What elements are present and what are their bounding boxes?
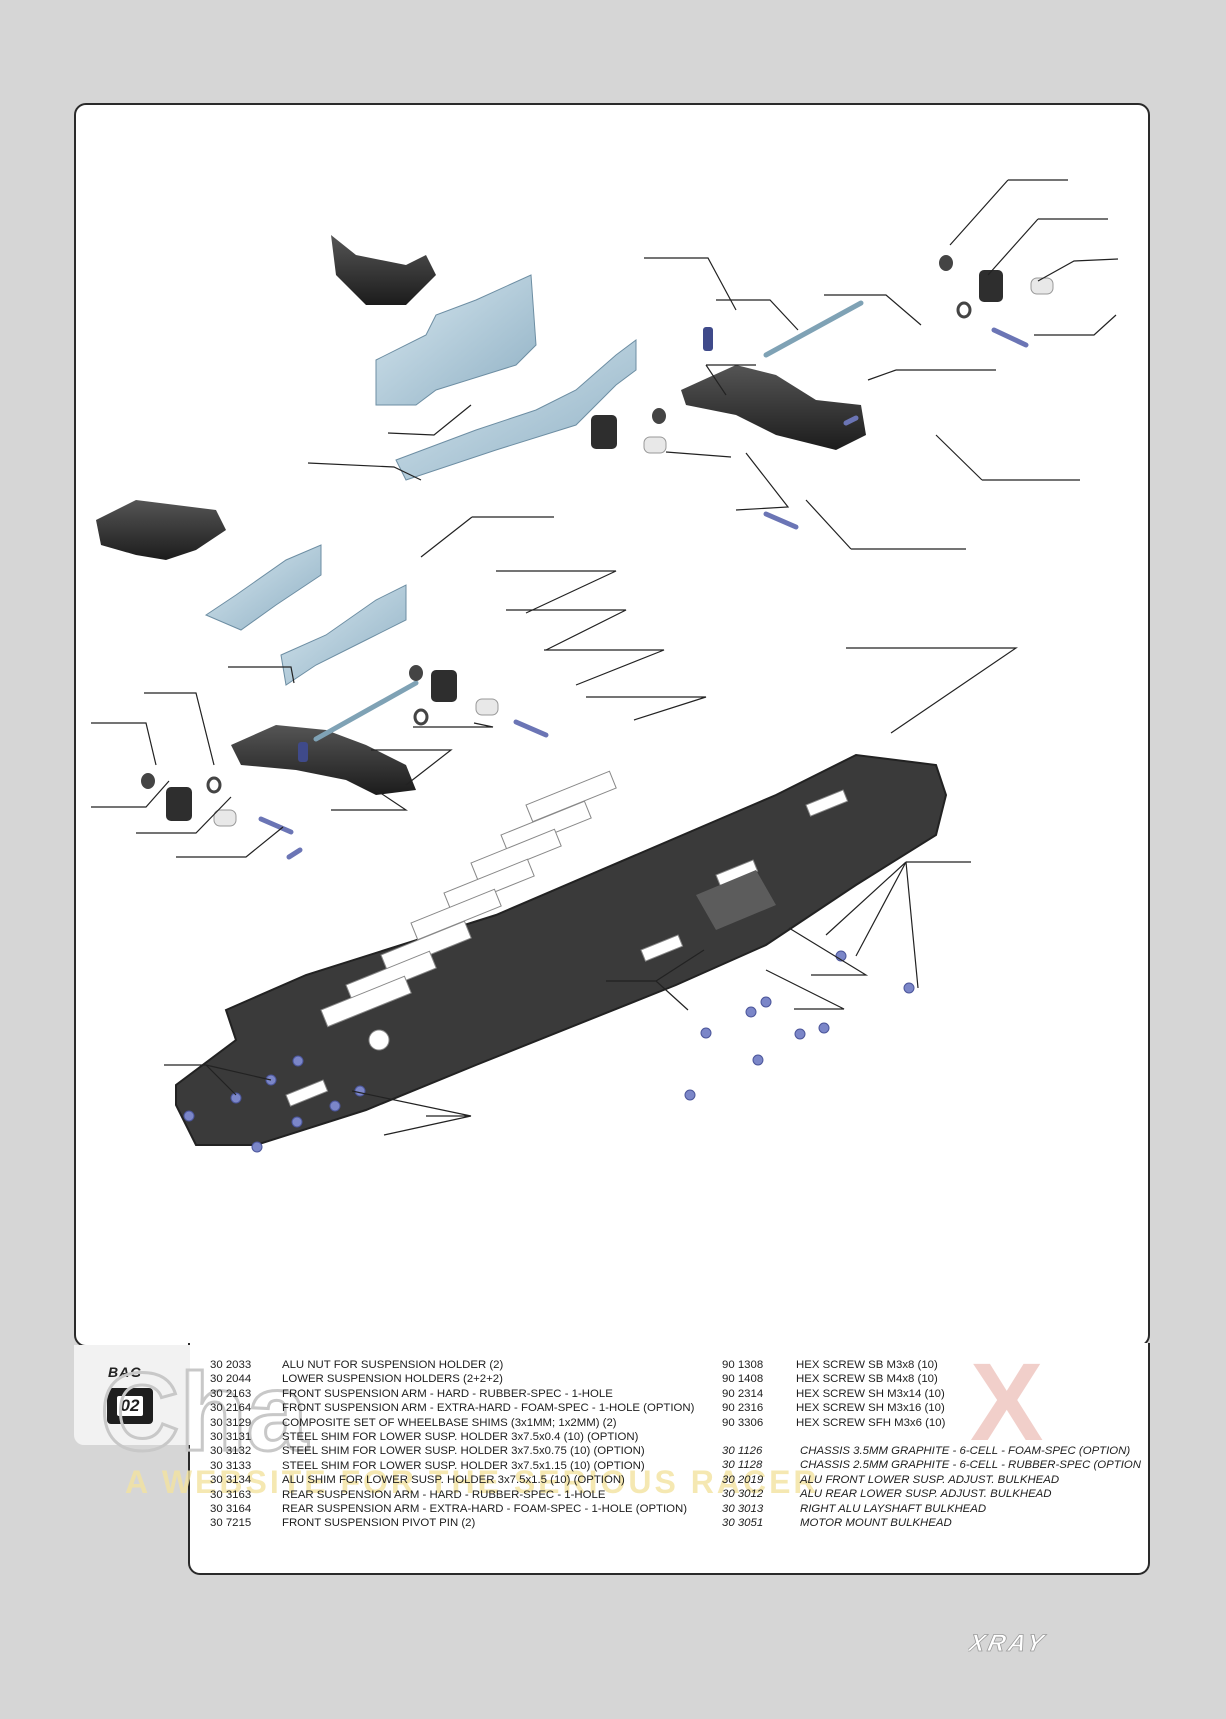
part-code: 30 7215 [210, 1517, 252, 1530]
part-row: 30 7215 FRONT SUSPENSION PIVOT PIN (2) [210, 1516, 722, 1530]
part-desc: HEX SCREW SB M4x8 (10) [796, 1373, 938, 1386]
part-row: 90 3306 HEX SCREW SFH M3x6 (10) [722, 1416, 1156, 1430]
part-desc: HEX SCREW SFH M3x6 (10) [796, 1416, 946, 1429]
part-desc: HEX SCREW SH M3x16 (10) [796, 1402, 945, 1415]
front-suspension-holders [96, 500, 407, 686]
part-desc: ALU FRONT LOWER SUSP. ADJUST. BULKHEAD [800, 1473, 1060, 1486]
part-row: 30 3133 STEEL SHIM FOR LOWER SUSP. HOLDER… [210, 1459, 722, 1473]
front-suspension-arm [231, 725, 416, 795]
part-desc: REAR SUSPENSION ARM - HARD - RUBBER-SPEC… [282, 1488, 606, 1501]
part-code: 30 1126 [722, 1445, 763, 1457]
part-code: 30 2019 [722, 1473, 764, 1486]
part-code: 90 1308 [722, 1359, 764, 1371]
part-desc: FRONT SUSPENSION PIVOT PIN (2) [282, 1517, 476, 1530]
bag-number: 02 [116, 1396, 144, 1416]
brand-text: XRAY [968, 1630, 1049, 1654]
leader-lines [91, 179, 1119, 1136]
part-code: 30 2164 [210, 1402, 252, 1415]
part-row: 30 2164 FRONT SUSPENSION ARM - EXTRA-HARD… [210, 1401, 722, 1415]
part-row: 30 2019 ALU FRONT LOWER SUSP. ADJUST. BUL… [722, 1473, 1226, 1487]
part-row: 30 3051 MOTOR MOUNT BULKHEAD [722, 1516, 1226, 1530]
part-code: 30 3129 [210, 1416, 252, 1429]
part-desc: LOWER SUSPENSION HOLDERS (2+2+2) [282, 1373, 503, 1386]
part-code: 30 1128 [722, 1459, 763, 1472]
screws [258, 327, 1029, 860]
part-row: 30 3132 STEEL SHIM FOR LOWER SUSP. HOLDER… [210, 1444, 722, 1458]
part-code: 30 3013 [722, 1502, 764, 1515]
part-row: 30 3131 STEEL SHIM FOR LOWER SUSP. HOLDER… [210, 1430, 722, 1444]
part-code: 90 2314 [722, 1387, 764, 1400]
part-code: 90 2316 [722, 1402, 764, 1415]
part-row: 30 3164 REAR SUSPENSION ARM - EXTRA-HARD … [210, 1502, 722, 1516]
bag-number-badge: 02 [107, 1388, 153, 1424]
exploded-view-diagram [91, 179, 1119, 1153]
part-row: 90 2316 HEX SCREW SH M3x16 (10) [722, 1401, 1156, 1415]
part-desc: STEEL SHIM FOR LOWER SUSP. HOLDER 3x7.5x… [282, 1430, 639, 1443]
parts-list-chassis: 30 1126 CHASSIS 3.5MM GRAPHITE - 6-CELL -… [722, 1444, 1226, 1530]
part-code: 30 2163 [210, 1387, 252, 1400]
part-row: 30 3012 ALU REAR LOWER SUSP. ADJUST. BULK… [722, 1487, 1226, 1501]
part-code: 30 3132 [210, 1445, 252, 1458]
xray-logo: XRAY [968, 1630, 1049, 1654]
part-code: 30 3051 [722, 1516, 764, 1529]
rear-suspension-arm [681, 365, 866, 450]
parts-list-left: 30 2033 ALU NUT FOR SUSPENSION HOLDER (2)… [210, 1358, 722, 1531]
part-row: 90 1308 HEX SCREW SB M3x8 (10) [722, 1358, 1156, 1372]
part-row: 30 1128 CHASSIS 2.5MM GRAPHITE - 6-CELL -… [722, 1458, 1226, 1472]
part-code: 30 3164 [210, 1502, 252, 1515]
part-row: 30 3163 REAR SUSPENSION ARM - HARD - RUBB… [210, 1488, 722, 1502]
part-desc: ALU REAR LOWER SUSP. ADJUST. BULKHEAD [800, 1488, 1052, 1501]
part-desc: STEEL SHIM FOR LOWER SUSP. HOLDER 3x7.5x… [282, 1459, 645, 1472]
parts-legend [188, 1343, 1150, 1575]
part-row: 30 2033 ALU NUT FOR SUSPENSION HOLDER (2) [210, 1358, 722, 1372]
part-desc: STEEL SHIM FOR LOWER SUSP. HOLDER 3x7.5x… [282, 1445, 645, 1458]
part-row: 30 2044 LOWER SUSPENSION HOLDERS (2+2+2) [210, 1372, 722, 1386]
part-code: 30 2033 [210, 1359, 252, 1371]
part-row: 30 3129 COMPOSITE SET OF WHEELBASE SHIMS … [210, 1416, 722, 1430]
part-row: 30 3013 RIGHT ALU LAYSHAFT BULKHEAD [722, 1502, 1226, 1516]
part-desc: HEX SCREW SB M3x8 (10) [796, 1359, 938, 1371]
bag-label: BAG [108, 1364, 143, 1380]
part-code: 90 3306 [722, 1416, 764, 1429]
part-code: 30 3012 [722, 1488, 764, 1501]
part-desc: ALU NUT FOR SUSPENSION HOLDER (2) [282, 1359, 504, 1371]
part-desc: RIGHT ALU LAYSHAFT BULKHEAD [800, 1502, 987, 1515]
part-desc: MOTOR MOUNT BULKHEAD [800, 1516, 952, 1529]
part-row: 30 3134 ALU SHIM FOR LOWER SUSP. HOLDER 3… [210, 1473, 722, 1487]
part-desc: HEX SCREW SH M3x14 (10) [796, 1387, 945, 1400]
part-code: 30 3134 [210, 1474, 252, 1487]
part-desc: CHASSIS 2.5MM GRAPHITE - 6-CELL - RUBBER… [800, 1459, 1141, 1472]
part-desc: FRONT SUSPENSION ARM - EXTRA-HARD - FOAM… [282, 1402, 695, 1415]
part-code: 30 3131 [210, 1430, 252, 1443]
part-desc: ALU SHIM FOR LOWER SUSP. HOLDER 3x7.5x1.… [282, 1474, 625, 1487]
small-parts [141, 255, 1054, 827]
part-desc: CHASSIS 3.5MM GRAPHITE - 6-CELL - FOAM-S… [800, 1445, 1131, 1457]
rear-suspension-holders [331, 235, 637, 481]
pivot-pins [313, 300, 864, 742]
part-code: 90 1408 [722, 1373, 764, 1386]
part-row: 30 2163 FRONT SUSPENSION ARM - HARD - RUB… [210, 1387, 722, 1401]
part-row: 90 2314 HEX SCREW SH M3x14 (10) [722, 1387, 1156, 1401]
part-code: 30 3163 [210, 1488, 252, 1501]
chassis-plate [175, 753, 948, 1146]
part-desc: COMPOSITE SET OF WHEELBASE SHIMS (3x1MM;… [282, 1416, 617, 1429]
part-desc: REAR SUSPENSION ARM - EXTRA-HARD - FOAM-… [282, 1502, 688, 1515]
diagram-panel [74, 103, 1150, 1347]
part-code: 30 2044 [210, 1373, 252, 1386]
part-row: 30 1126 CHASSIS 3.5MM GRAPHITE - 6-CELL -… [722, 1444, 1226, 1458]
part-desc: FRONT SUSPENSION ARM - HARD - RUBBER-SPE… [282, 1387, 613, 1400]
part-code: 30 3133 [210, 1459, 252, 1472]
part-row: 90 1408 HEX SCREW SB M4x8 (10) [722, 1372, 1156, 1386]
sfh-screws [183, 950, 915, 1153]
